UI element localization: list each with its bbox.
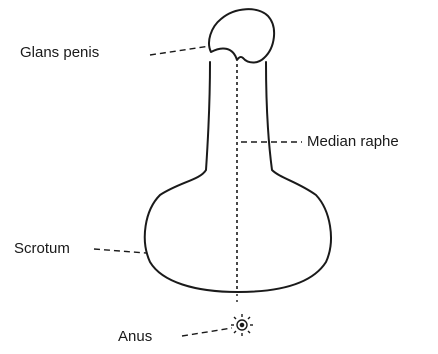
anus-leader xyxy=(182,328,232,336)
scrotum-label: Scrotum xyxy=(14,240,70,258)
glans-penis-outline xyxy=(209,9,274,62)
anus-label: Anus xyxy=(118,328,152,346)
scrotum-leader xyxy=(94,249,146,253)
shaft-scrotum-outline xyxy=(145,62,331,292)
median-raphe-label: Median raphe xyxy=(307,133,399,151)
glans-penis-leader xyxy=(150,46,210,55)
glans-penis-label: Glans penis xyxy=(20,44,99,62)
anus-symbol xyxy=(231,314,253,336)
